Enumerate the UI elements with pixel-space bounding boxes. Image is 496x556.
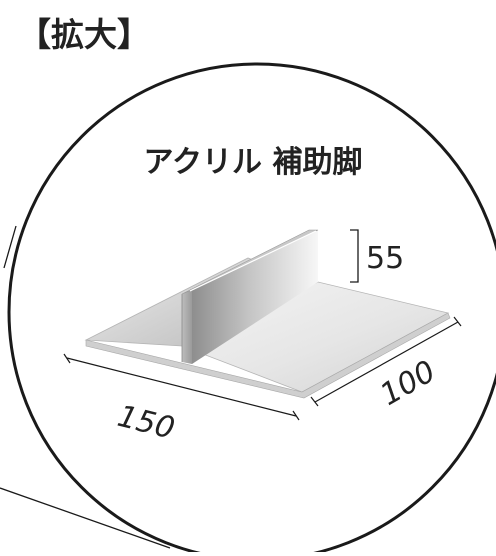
zoom-label: 【拡大】 <box>18 15 150 54</box>
part-title: アクリル 補助脚 <box>144 145 363 180</box>
acrylic-foot <box>84 229 451 399</box>
leader-line-top <box>3 225 17 269</box>
upright-panel-side <box>182 290 192 364</box>
base-plate-edge <box>85 312 451 399</box>
height-value: 55 <box>366 241 404 276</box>
leader-line-bottom <box>0 487 171 549</box>
upright-panel-highlight <box>189 230 317 292</box>
height-dimension: 55 <box>350 229 404 283</box>
upright-panel-front <box>192 230 318 364</box>
